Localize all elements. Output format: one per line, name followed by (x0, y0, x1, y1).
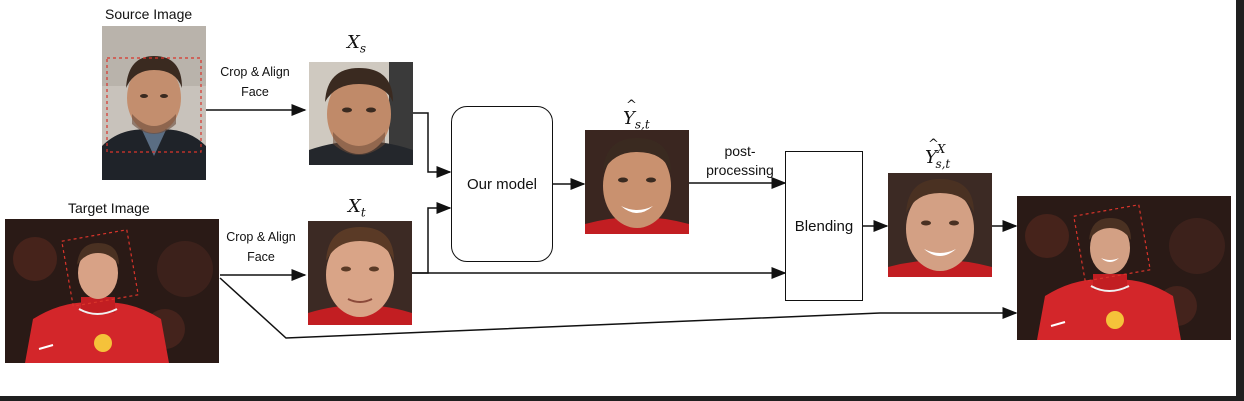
xs-sub: s (359, 41, 366, 56)
model-block: Our model (451, 106, 553, 262)
xt-base: X (348, 196, 361, 217)
xt-label: Xt (348, 196, 366, 220)
crop-align-label-2: Crop & Align Face (220, 227, 302, 267)
crop-align-text-1: Crop & Align (220, 65, 290, 79)
crop-align-face-text-1: Face (241, 85, 269, 99)
yx-hat-sup: X (936, 142, 946, 156)
source-image (102, 26, 206, 180)
crop-align-label-1: Crop & Align Face (214, 62, 296, 102)
arrow-xs-to-model (410, 112, 452, 178)
y-hat-base: Y (623, 98, 637, 129)
processing-text: processing (706, 162, 774, 178)
yx-hat-label: YXs,t (925, 137, 951, 171)
target-image-label: Target Image (68, 200, 150, 216)
y-hat-sub: s,t (634, 117, 650, 132)
xs-base: X (347, 32, 360, 53)
blending-block: Blending (785, 151, 863, 301)
yx-face-image (888, 173, 992, 277)
yx-hat-sub: s,t (935, 156, 951, 171)
post-processing-label: post- processing (700, 142, 780, 180)
xt-face-image (308, 221, 412, 325)
model-block-label: Our model (466, 175, 538, 193)
xs-label: Xs (347, 32, 366, 56)
blending-block-label: Blending (794, 217, 854, 235)
source-image-label: Source Image (105, 6, 193, 22)
post-text: post- (724, 143, 756, 159)
final-output-image (1017, 196, 1231, 340)
arrow-target-to-final (219, 277, 1018, 339)
arrow-xt-to-model (412, 202, 452, 274)
yx-hat-base: Y (925, 137, 939, 168)
y-hat-label: Ys,t (623, 98, 650, 132)
crop-align-face-text-2: Face (247, 250, 275, 264)
xt-sub: t (360, 205, 366, 220)
xs-face-image (309, 62, 413, 165)
target-image (5, 219, 219, 363)
crop-align-text-2: Crop & Align (226, 230, 296, 244)
y-hat-face-image (585, 130, 689, 234)
